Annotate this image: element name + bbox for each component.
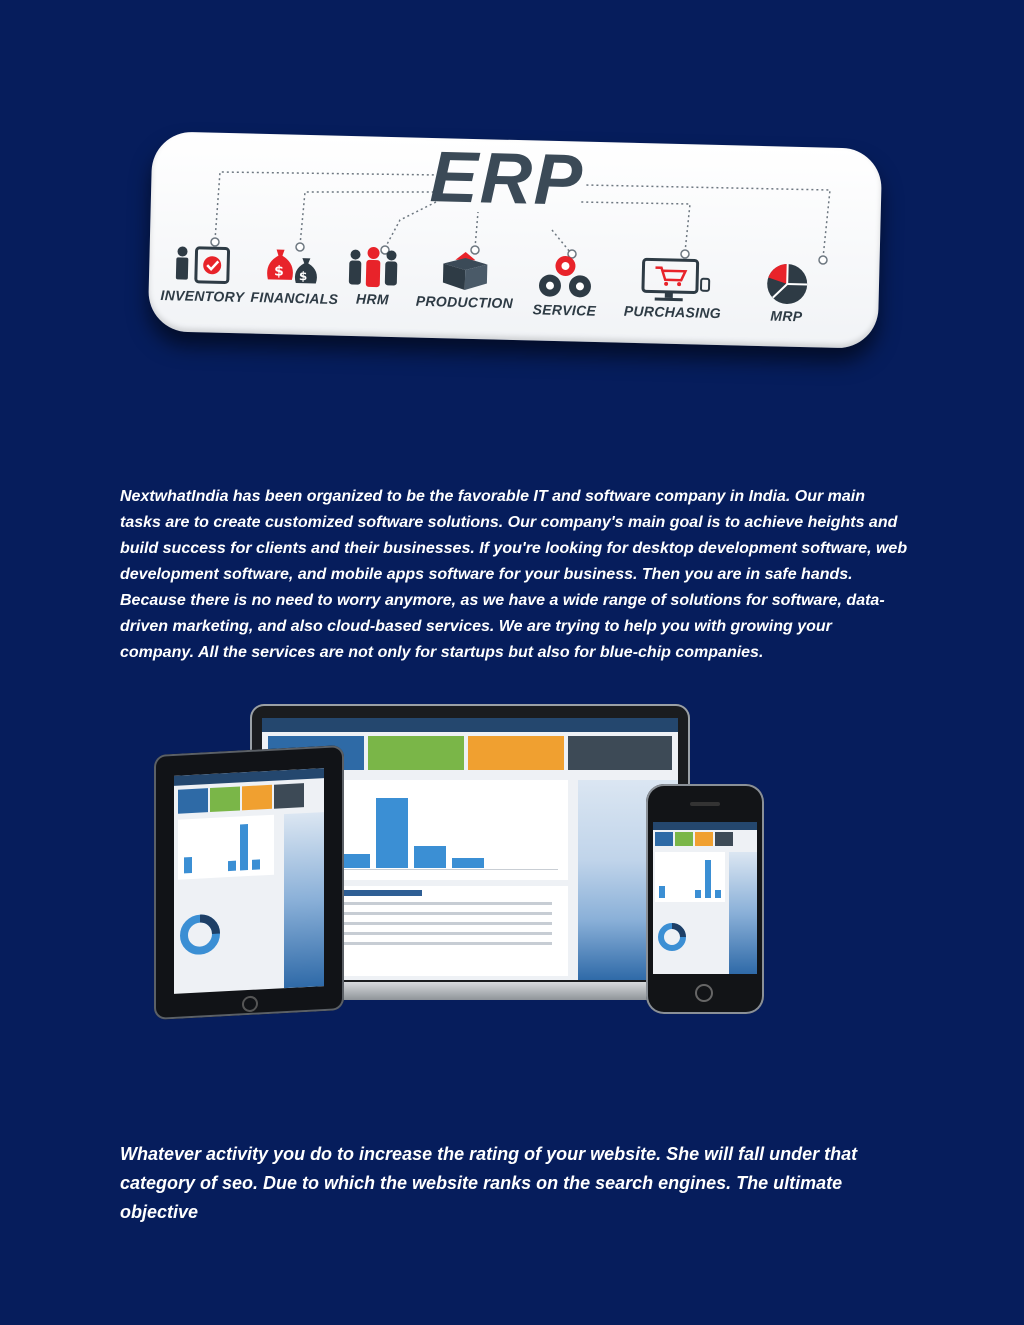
dashboard-topbar [262, 718, 678, 732]
module-service: SERVICE [519, 251, 611, 319]
module-hrm: HRM [337, 244, 408, 308]
dashboard-tile [568, 736, 672, 770]
module-financials: $ $ FINANCIALS [244, 241, 346, 307]
module-purchasing: PURCHASING [617, 255, 729, 322]
devices-illustration [150, 700, 770, 1030]
connector-lines [210, 171, 831, 265]
pie-chart-icon [767, 263, 808, 305]
module-production: PRODUCTION [409, 247, 520, 312]
module-label: PURCHASING [623, 302, 722, 322]
phone [646, 784, 764, 1014]
module-label: INVENTORY [160, 286, 245, 306]
tablet-dashboard-screen [174, 768, 324, 994]
module-mrp: MRP [751, 259, 823, 325]
dashboard-tile [368, 736, 464, 770]
tablet-home-button [242, 995, 258, 1013]
money-bags-icon: $ $ [267, 249, 317, 284]
module-inventory: INVENTORY [157, 241, 248, 305]
box-icon [442, 252, 488, 290]
shopping-cart-monitor-icon [641, 257, 711, 302]
module-label: PRODUCTION [415, 292, 514, 312]
module-label: MRP [770, 307, 803, 325]
module-label: FINANCIALS [250, 288, 339, 308]
tablet [154, 745, 344, 1020]
gears-icon [538, 256, 591, 298]
people-icon [348, 247, 398, 288]
svg-text:$: $ [274, 263, 284, 279]
intro-paragraph: NextwhatIndia has been organized to be t… [120, 488, 908, 661]
module-label: HRM [355, 290, 390, 308]
erp-banner: ERP INVENTORY $ $ FINANCIALS [140, 130, 890, 380]
phone-dashboard-screen [653, 822, 757, 974]
inventory-icon [175, 246, 231, 285]
phone-home-button [695, 984, 713, 1002]
dashboard-tile [468, 736, 564, 770]
erp-title: ERP [429, 137, 586, 221]
seo-paragraph: Whatever activity you do to increase the… [120, 1144, 858, 1222]
laptop-base [228, 982, 712, 1000]
module-label: SERVICE [532, 301, 597, 319]
svg-text:$: $ [299, 269, 308, 283]
